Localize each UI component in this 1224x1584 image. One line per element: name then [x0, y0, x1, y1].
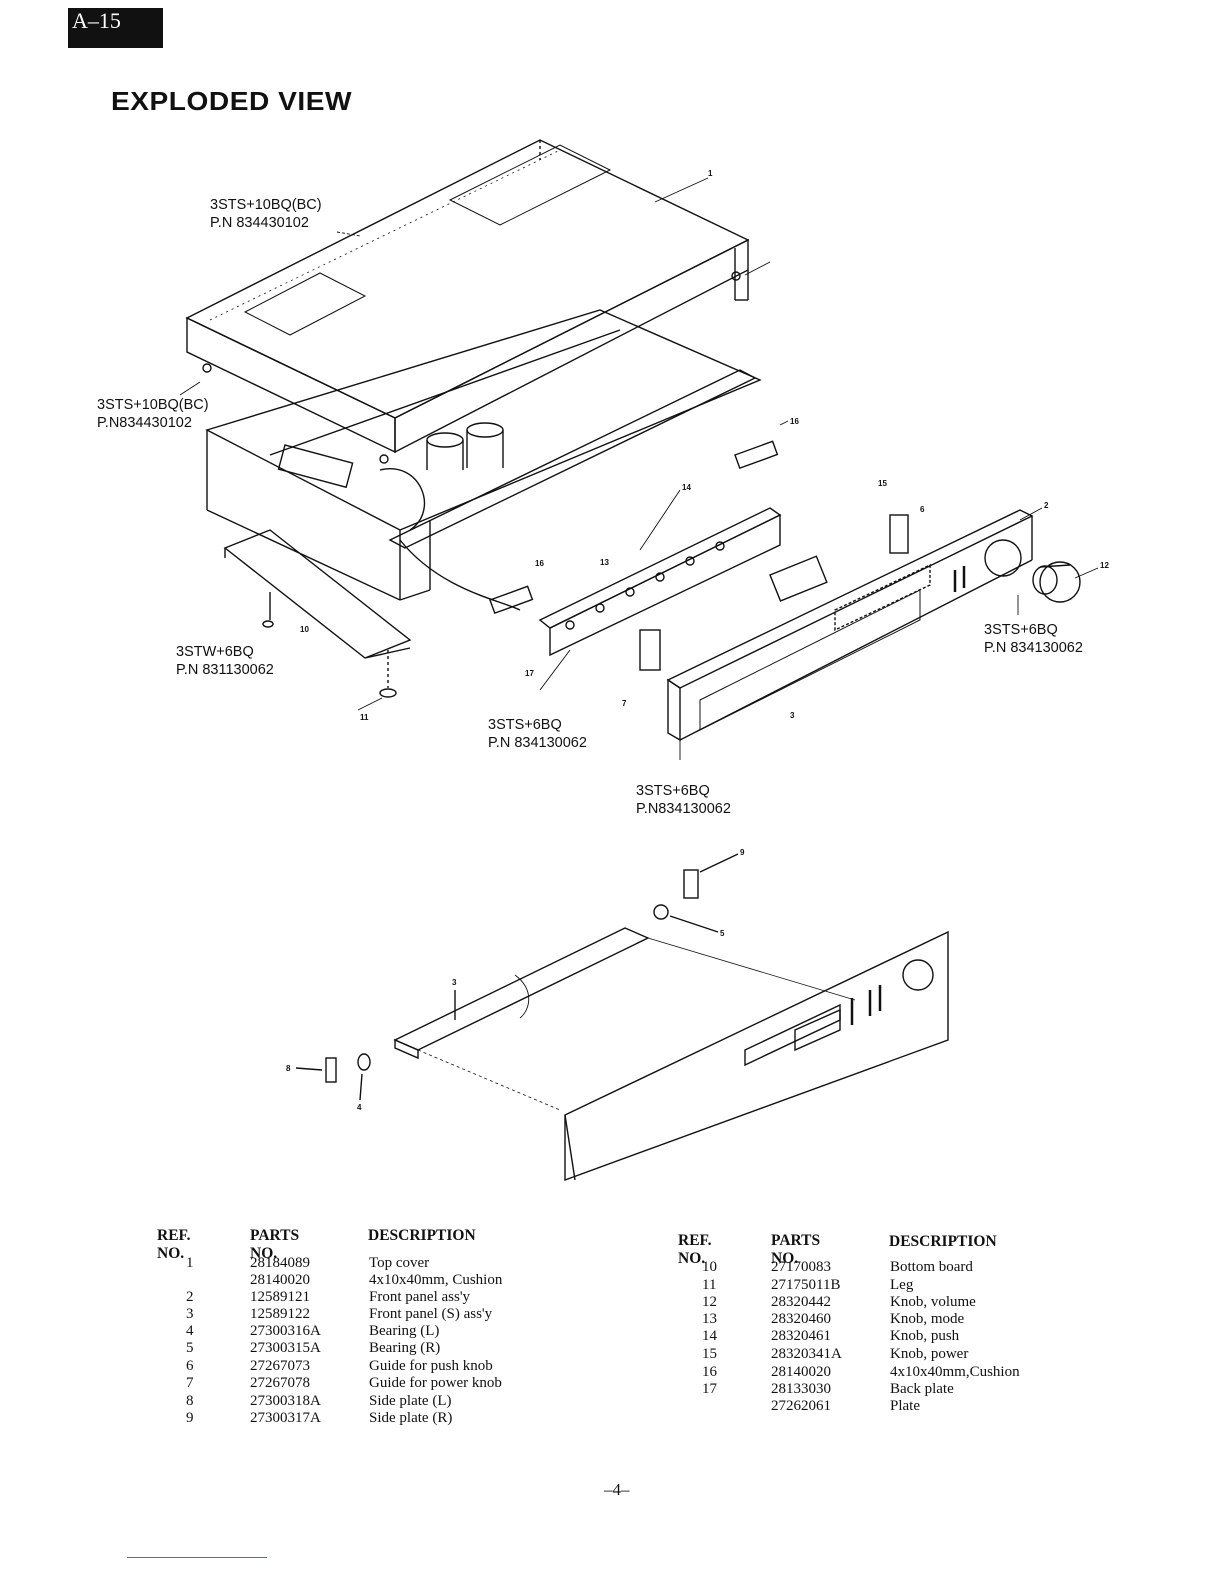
table-cell: 28133030 [771, 1381, 831, 1397]
table-cell: Guide for power knob [369, 1375, 502, 1391]
table-cell: 27262061 [771, 1398, 831, 1414]
table-cell: 13 [702, 1311, 717, 1327]
table-cell: 4x10x40mm, Cushion [369, 1272, 503, 1288]
table-cell: Leg [890, 1277, 914, 1293]
table-cell: 12589121 [250, 1289, 310, 1305]
ref-number: 3 [790, 711, 795, 720]
table-cell: 3 [186, 1306, 194, 1322]
table-cell: Front panel ass'y [369, 1289, 471, 1305]
table-cell: 28320442 [771, 1294, 831, 1310]
column-header: PARTS NO. [250, 1227, 300, 1262]
table-cell: Bottom board [890, 1259, 973, 1275]
ref-number: 17 [525, 669, 534, 678]
table-cell: 17 [702, 1381, 717, 1397]
column-header: REF. NO. [157, 1227, 191, 1262]
table-cell: Bearing (R) [369, 1340, 441, 1356]
front-panel-top [666, 509, 1034, 742]
table-cell: 28320460 [771, 1311, 831, 1327]
table-cell: 28320341A [771, 1346, 842, 1362]
column-header: DESCRIPTION [889, 1233, 997, 1250]
table-cell: 9 [186, 1410, 194, 1426]
table-cell: 1 [186, 1255, 194, 1271]
table-cell: 4 [186, 1323, 194, 1339]
ref-number: 7 [622, 699, 627, 708]
ref-number: 16 [790, 417, 799, 426]
table-cell: 14 [702, 1328, 717, 1344]
table-cell: Knob, volume [890, 1294, 976, 1310]
ref-number: 3 [452, 978, 457, 987]
table-cell: 12 [702, 1294, 717, 1310]
table-cell: Side plate (R) [369, 1410, 453, 1426]
table-cell: 10 [702, 1259, 717, 1275]
table-cell: Knob, push [890, 1328, 960, 1344]
screw-callout: 3STS+10BQ(BC)P.N834430102 [97, 397, 209, 431]
front-panel-s-assembly [295, 853, 949, 1182]
back-plate [538, 507, 782, 657]
ref-number: 4 [357, 1103, 362, 1112]
table-cell: Top cover [369, 1255, 430, 1271]
column-header: REF. NO. [678, 1232, 712, 1267]
table-cell: 27300318A [250, 1393, 321, 1409]
table-cell: Bearing (L) [369, 1323, 440, 1339]
table-cell: Side plate (L) [369, 1393, 452, 1409]
volume-knob [1032, 561, 1081, 603]
page-title: EXPLODED VIEW [111, 86, 353, 116]
column-header: DESCRIPTION [368, 1227, 476, 1244]
chassis [205, 309, 762, 611]
ref-number: 14 [682, 483, 691, 492]
ref-number: 8 [286, 1064, 291, 1073]
table-cell: 27175011B [771, 1277, 841, 1293]
table-cell: 4x10x40mm,Cushion [890, 1364, 1020, 1380]
table-cell: 28140020 [250, 1272, 310, 1288]
table-cell: 2 [186, 1289, 194, 1305]
table-cell: 27300315A [250, 1340, 321, 1356]
table-cell: 7 [186, 1375, 194, 1391]
table-cell: 28320461 [771, 1328, 831, 1344]
ref-number: 16 [535, 559, 544, 568]
ref-number: 6 [920, 505, 925, 514]
table-cell: Guide for push knob [369, 1358, 493, 1374]
screw-callout: 3STS+10BQ(BC)P.N 834430102 [210, 197, 322, 231]
table-cell: 27267073 [250, 1358, 310, 1374]
table-cell: 27300317A [250, 1410, 321, 1426]
table-cell: 28140020 [771, 1364, 831, 1380]
table-cell: Knob, power [890, 1346, 969, 1362]
table-cell: 8 [186, 1393, 194, 1409]
ref-number: 2 [1044, 501, 1049, 510]
column-header: PARTS NO. [771, 1232, 821, 1267]
table-cell: Back plate [890, 1381, 954, 1397]
top-cover [185, 139, 750, 464]
ref-number: 13 [600, 558, 609, 567]
table-cell: 27300316A [250, 1323, 321, 1339]
ref-number: 9 [740, 848, 745, 857]
page-number: –4– [604, 1480, 630, 1499]
bottom-board [223, 529, 412, 698]
ref-number: 15 [878, 479, 887, 488]
ref-number: 10 [300, 625, 309, 634]
table-cell: 16 [702, 1364, 717, 1380]
table-cell: 28184089 [250, 1255, 310, 1271]
footer-rule [127, 1557, 267, 1558]
connector [489, 440, 909, 671]
table-cell: Plate [890, 1398, 920, 1414]
table-cell: 5 [186, 1340, 194, 1356]
table-cell: 12589122 [250, 1306, 310, 1322]
ref-number: 12 [1100, 561, 1109, 570]
section-badge: A–15 [68, 8, 163, 48]
ref-number: 11 [360, 713, 369, 722]
table-cell: Front panel (S) ass'y [369, 1306, 493, 1322]
ref-number: 5 [720, 929, 725, 938]
ref-number: 1 [708, 169, 713, 178]
table-cell: Knob, mode [890, 1311, 965, 1327]
table-cell: 11 [702, 1277, 717, 1293]
table-cell: 15 [702, 1346, 717, 1362]
table-cell: 27170083 [771, 1259, 831, 1275]
table-cell: 6 [186, 1358, 194, 1374]
table-cell: 27267078 [250, 1375, 310, 1391]
